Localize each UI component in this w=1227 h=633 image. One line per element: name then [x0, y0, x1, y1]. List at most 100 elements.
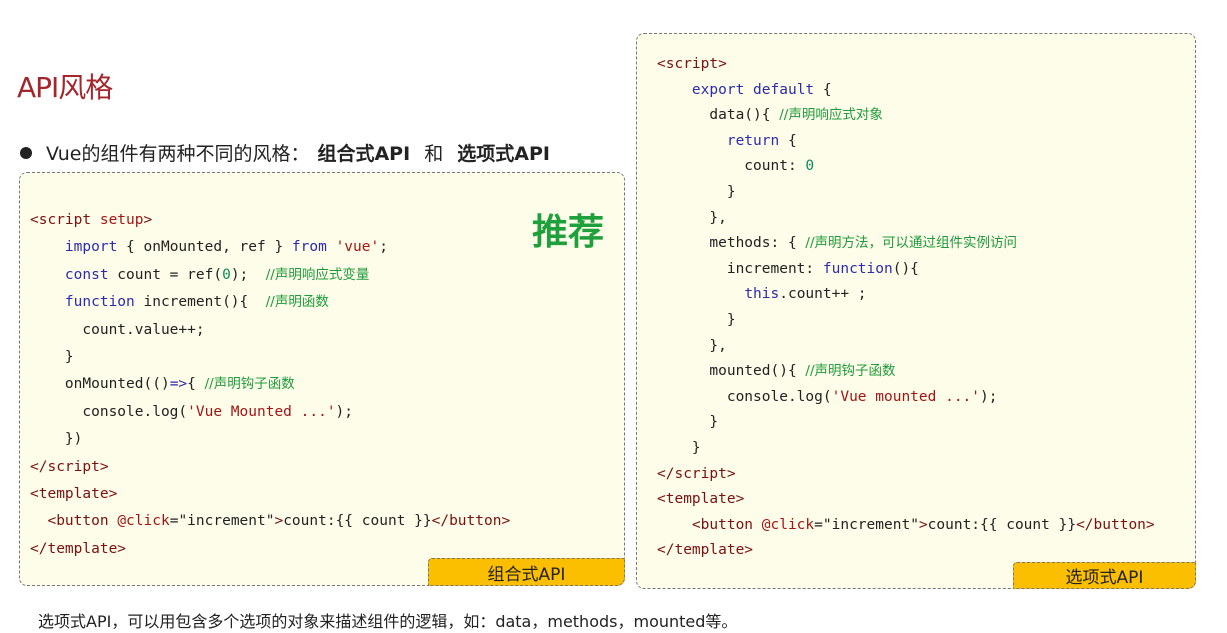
code-token-plain [657, 82, 692, 98]
code-line: } [657, 410, 1155, 436]
code-token-num: 0 [222, 266, 231, 283]
code-line: this.count++ ; [657, 282, 1155, 308]
code-token-cm: //声明方法，可以通过组件实例访问 [805, 235, 1018, 252]
code-token-kw: export [691, 81, 745, 98]
code-token-plain: increment(){ [134, 294, 266, 311]
code-token-kw: this [744, 286, 780, 303]
code-token-num: 0 [805, 158, 815, 175]
bullet-point: Vue的组件有两种不同的风格：组合式API 和 选项式API [20, 139, 550, 166]
code-token-plain: { [814, 81, 832, 98]
code-token-plain: } [30, 348, 74, 365]
code-token-plain: } [657, 311, 736, 328]
code-line: console.log('Vue Mounted ...'); [30, 399, 510, 426]
code-token-plain: ); [230, 266, 266, 283]
code-token-cm: //声明钩子函数 [204, 376, 295, 393]
code-token-plain: }, [657, 337, 727, 354]
code-token-plain: "increment" [178, 513, 275, 530]
code-line: import { onMounted, ref } from 'vue'; [30, 234, 510, 261]
code-line: <script setup> [30, 207, 510, 234]
code-token-plain [30, 267, 65, 283]
code-token-plain: ); [335, 403, 354, 420]
code-token-plain: increment: [657, 260, 823, 277]
code-token-plain: data(){ [657, 107, 780, 124]
page-title: API风格 [17, 71, 113, 104]
code-token-plain: mounted(){ [657, 363, 806, 380]
code-token-plain: count: [657, 158, 806, 175]
code-token-plain: onMounted(() [30, 376, 170, 393]
options-api-term: 选项式API [457, 143, 550, 165]
code-token-plain: }, [657, 209, 727, 226]
code-line: function increment(){ //声明函数 [30, 289, 510, 316]
code-token-plain: = [814, 516, 823, 533]
code-line: return { [657, 129, 1155, 155]
code-token-plain: count.value++; [30, 321, 205, 338]
code-line: <button @click="increment">count:{{ coun… [30, 508, 510, 535]
code-line: const count = ref(0); //声明响应式变量 [30, 262, 510, 289]
code-token-tag: <template> [657, 491, 745, 508]
code-token-plain: (){ [892, 260, 919, 277]
code-token-plain: console.log( [30, 403, 188, 420]
code-line: <template> [657, 487, 1155, 513]
code-line: </script> [30, 454, 510, 481]
code-token-tag: <template> [30, 485, 118, 502]
code-token-cm: //声明响应式变量 [265, 266, 370, 283]
code-token-str: 'vue' [335, 239, 380, 256]
code-token-plain: count = ref( [108, 266, 223, 283]
code-token-plain: ); [980, 388, 998, 405]
code-token-plain [327, 239, 336, 255]
code-token-attr: @click [117, 513, 170, 530]
code-token-tag: > [274, 513, 284, 530]
code-token-attr: @click [761, 516, 815, 533]
composition-api-code-box: <script setup> import { onMounted, ref }… [19, 172, 625, 586]
code-token-tag: > [143, 212, 153, 228]
code-token-attr: setup [99, 212, 144, 228]
code-token-plain [657, 517, 692, 533]
and-text: 和 [418, 143, 450, 165]
code-line: methods: { //声明方法，可以通过组件实例访问 [657, 231, 1155, 257]
code-token-plain: console.log( [657, 388, 832, 405]
recommend-label: 推荐 [531, 212, 604, 253]
code-token-plain [30, 239, 65, 255]
code-line: onMounted(()=>{ //声明钩子函数 [30, 371, 510, 398]
code-line: </template> [657, 538, 1155, 564]
code-token-plain: ; [379, 239, 388, 256]
code-line: mounted(){ //声明钩子函数 [657, 359, 1155, 385]
code-token-plain: { [779, 132, 797, 149]
code-line: </template> [30, 536, 510, 563]
code-line: }, [657, 206, 1155, 232]
code-token-plain [657, 286, 744, 302]
bullet-dot-icon [20, 146, 32, 159]
code-line: count: 0 [657, 154, 1155, 180]
code-line: } [657, 308, 1155, 334]
code-token-tag: <button [691, 516, 762, 533]
code-token-tag: <script [30, 212, 100, 228]
code-token-plain: "increment" [822, 516, 919, 533]
composition-api-term: 组合式API [317, 143, 411, 165]
composition-api-label: 组合式API [428, 558, 625, 586]
code-line: count.value++; [30, 317, 510, 344]
code-line: } [30, 344, 510, 371]
footer-note: 选项式API，可以用包含多个选项的对象来描述组件的逻辑，如：data，metho… [38, 612, 738, 631]
code-line: data(){ //声明响应式对象 [657, 103, 1155, 129]
code-token-plain: } [657, 183, 736, 200]
code-line: }, [657, 334, 1155, 360]
code-token-tag: </script> [30, 458, 109, 475]
code-token-plain: } [657, 439, 701, 456]
code-token-cm: //声明钩子函数 [805, 363, 896, 380]
code-token-kw: from [291, 239, 327, 256]
code-token-tag: <button [47, 513, 118, 530]
code-token-tag: </button> [1076, 516, 1155, 533]
code-token-plain: }) [30, 431, 83, 448]
code-token-cm: //声明函数 [265, 294, 329, 311]
code-token-kw: function [822, 260, 893, 277]
code-line: <button @click="increment">count:{{ coun… [657, 513, 1155, 539]
code-token-kw: import [64, 239, 118, 256]
code-line: <template> [30, 481, 510, 508]
code-block: <script setup> import { onMounted, ref }… [30, 207, 510, 563]
code-token-plain [30, 294, 65, 310]
code-token-tag: </template> [657, 542, 754, 559]
code-token-str: 'Vue mounted ...' [831, 388, 981, 405]
code-line: </script> [657, 462, 1155, 488]
code-token-kw: default [753, 81, 815, 98]
code-token-tag: </button> [431, 513, 511, 530]
